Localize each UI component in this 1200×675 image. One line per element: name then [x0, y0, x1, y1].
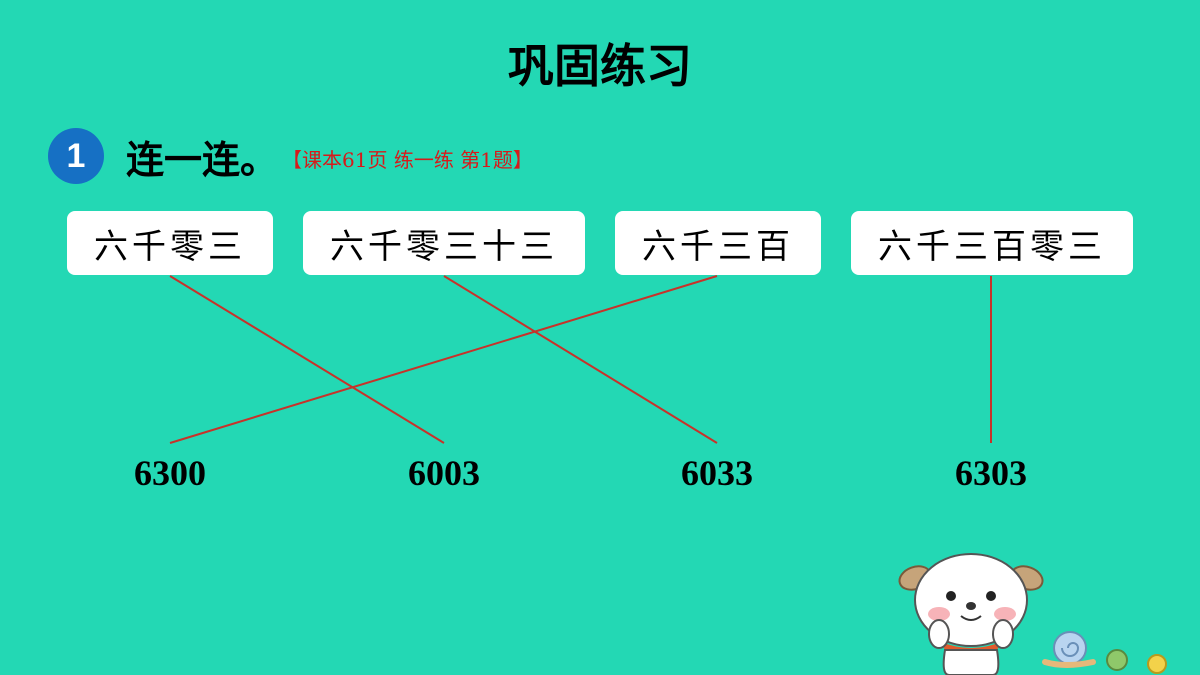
word-box-1[interactable]: 六千零三 — [67, 211, 273, 275]
number-option-2[interactable]: 6003 — [408, 453, 480, 493]
connection-line-1 — [169, 275, 445, 444]
number-option-3[interactable]: 6033 — [681, 453, 753, 493]
number-option-4[interactable]: 6303 — [955, 453, 1027, 493]
number-option-1[interactable]: 6300 — [134, 453, 206, 493]
word-box-2[interactable]: 六千零三十三 — [303, 211, 585, 275]
connection-line-3 — [169, 275, 718, 444]
question-number-badge: 1 — [48, 128, 104, 184]
page-title: 巩固练习 — [508, 39, 692, 93]
question-instruction: 连一连。 — [126, 137, 279, 182]
question-header: 1 连一连。 【课本61页 练一练 第1题】 — [48, 128, 533, 184]
textbook-reference: 【课本61页 练一练 第1题】 — [282, 147, 533, 172]
word-box-3[interactable]: 六千三百 — [615, 211, 821, 275]
word-box-4[interactable]: 六千三百零三 — [851, 211, 1133, 275]
cartoon-dog-illustration — [898, 553, 1167, 675]
connection-line-2 — [443, 275, 718, 444]
